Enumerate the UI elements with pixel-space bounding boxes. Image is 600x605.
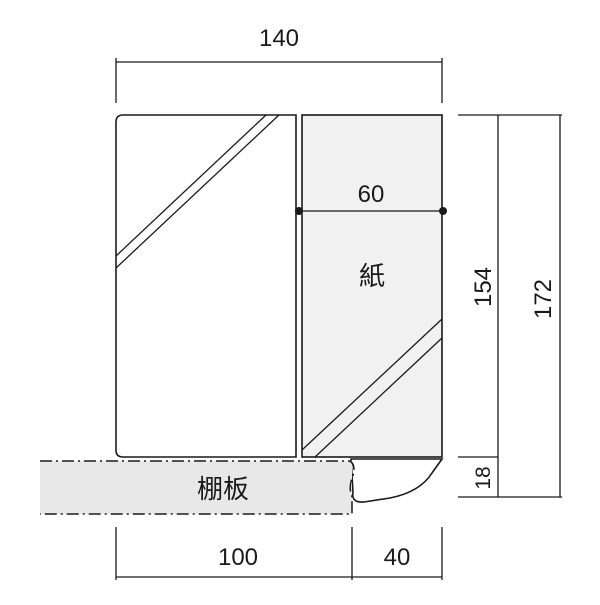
dim-total-width: 140: [115, 25, 443, 103]
shelf-label: 棚板: [197, 475, 249, 505]
dim-right: 154 172 18: [458, 114, 562, 498]
dim-shelf-depth-text: 100: [218, 544, 258, 571]
dim-overhang-text: 40: [384, 544, 411, 571]
paper-label: 紙: [359, 262, 385, 292]
dim-point-left: [295, 207, 303, 215]
dim-total-width-text: 140: [259, 25, 299, 52]
main-body: [115, 114, 297, 458]
dim-point-right: [439, 207, 447, 215]
bottom-flap: [350, 458, 444, 503]
dim-paper-width-text: 60: [358, 181, 385, 208]
dim-total-height-text: 172: [530, 279, 557, 319]
dim-bottom: 100 40: [115, 527, 443, 580]
dim-body-height-text: 154: [470, 267, 497, 307]
paper-panel: 60 紙: [295, 114, 447, 458]
shelf-board: 棚板: [40, 460, 355, 515]
dim-shelf-thickness-text: 18: [472, 466, 495, 489]
